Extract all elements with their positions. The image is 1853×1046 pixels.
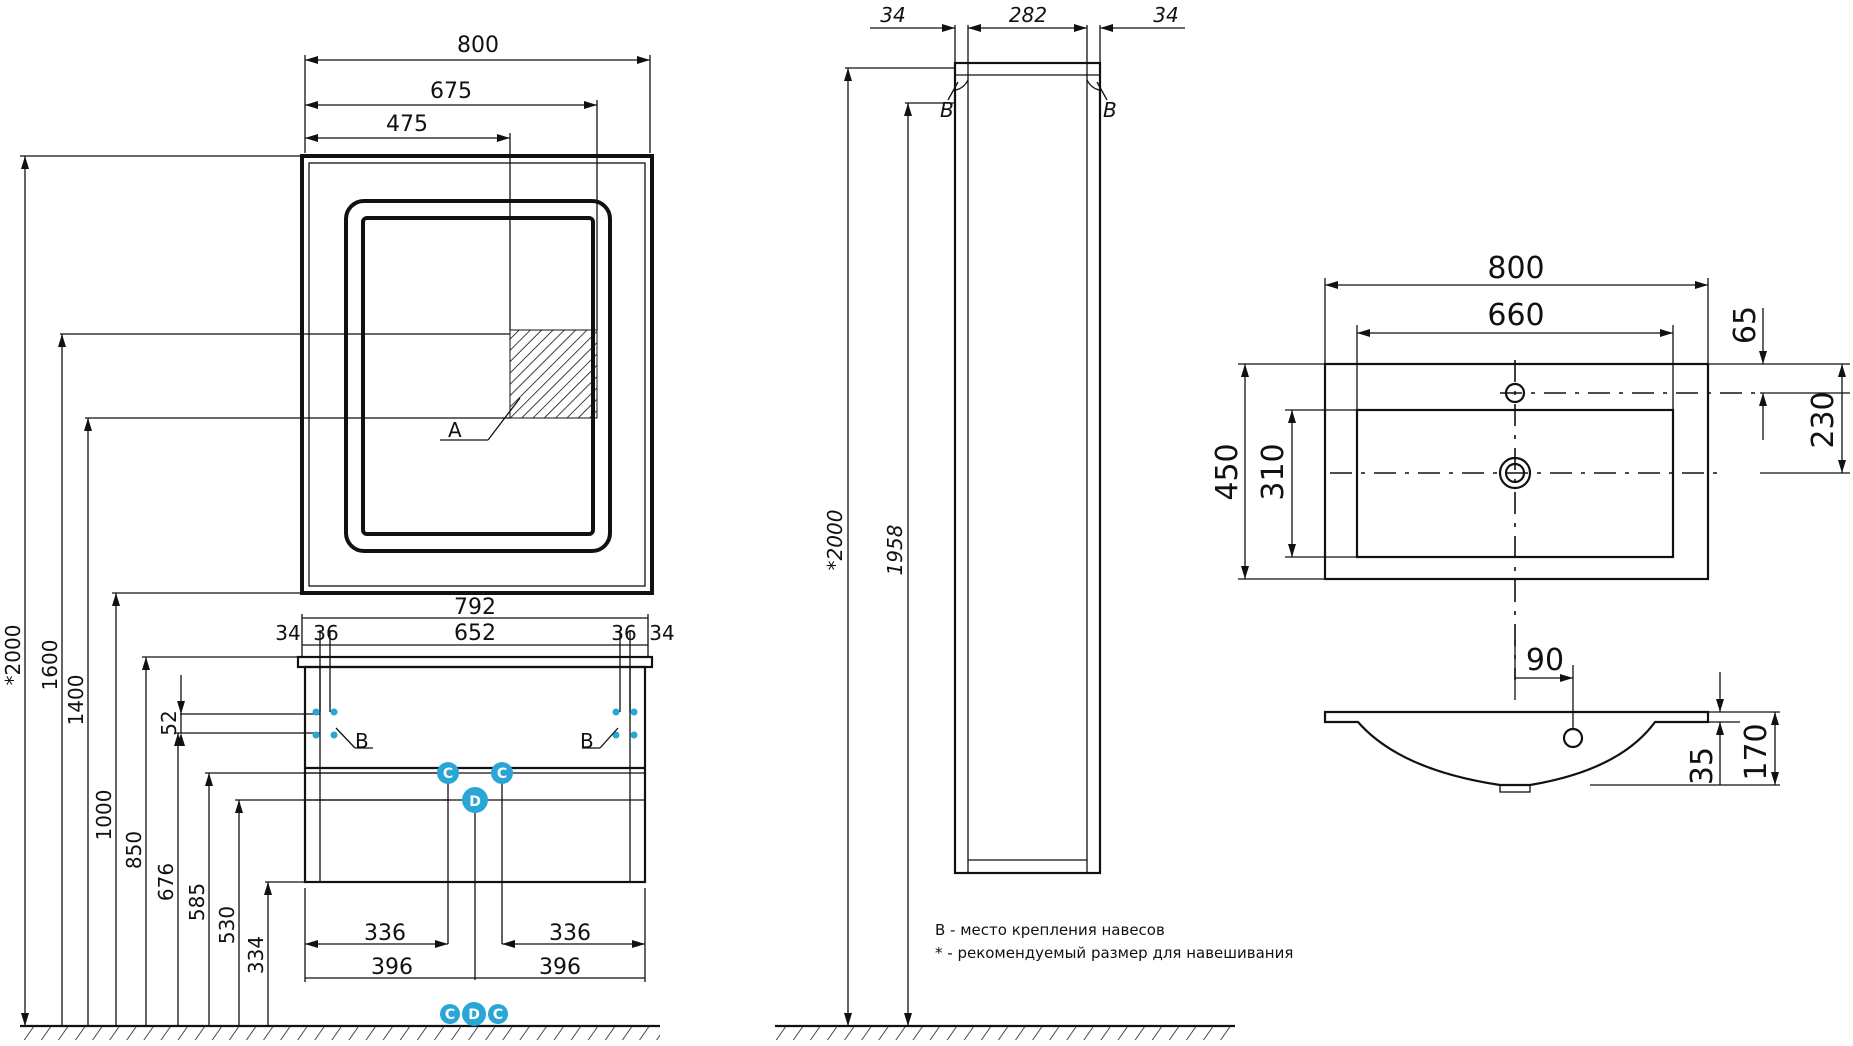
dim-cabinet-34-right: 34 [649, 621, 674, 645]
badge-d: D [469, 794, 481, 810]
dim-basin-90: 90 [1526, 643, 1564, 678]
side-cabinet [953, 61, 1102, 875]
dim-side-34-left: 34 [880, 3, 905, 27]
dim-mirror-width: 800 [457, 33, 499, 58]
dim-height-334: 334 [244, 936, 268, 974]
dim-height-52: 52 [157, 710, 181, 735]
mirror-width-dims [304, 55, 651, 330]
note-star: * - рекомендуемый размер для навешивания [935, 944, 1293, 962]
dim-height-850: 850 [122, 831, 146, 869]
dim-side-34-right: 34 [1153, 3, 1178, 27]
front-ground [20, 1024, 660, 1040]
height-dims [20, 155, 510, 1026]
dim-height-676: 676 [154, 863, 178, 901]
badge-c-floor-left: C [445, 1007, 455, 1023]
dim-bottom-336-right: 336 [549, 921, 591, 946]
label-a: A [448, 418, 462, 442]
hanging-points [312, 708, 638, 749]
dim-height-1000: 1000 [92, 790, 116, 841]
dim-bottom-336-left: 336 [364, 921, 406, 946]
dim-cabinet-36-left: 36 [313, 621, 338, 645]
dim-bottom-396-right: 396 [539, 955, 581, 980]
dim-cabinet-792: 792 [454, 595, 496, 620]
dim-side-height-2000: *2000 [823, 510, 847, 571]
basin-width-dims [1324, 278, 1709, 410]
side-label-b-right: B [1103, 98, 1117, 122]
basin-plan: 800 660 450 310 65 230 [1210, 251, 1850, 680]
basin-side-dims [1514, 640, 1780, 786]
dim-basin-310: 310 [1256, 443, 1291, 500]
dim-bottom-396-left: 396 [371, 955, 413, 980]
dim-basin-35: 35 [1685, 747, 1720, 785]
dim-basin-660: 660 [1487, 298, 1544, 333]
dim-cabinet-36-right: 36 [611, 621, 636, 645]
dim-basin-65: 65 [1728, 306, 1763, 344]
dim-cabinet-652: 652 [454, 621, 496, 646]
label-b-left: B [355, 729, 369, 753]
badge-d-floor: D [468, 1007, 480, 1023]
dim-height-1400: 1400 [64, 675, 88, 726]
dim-height-530: 530 [215, 906, 239, 944]
dim-mirror-675: 675 [430, 79, 472, 104]
side-view: 34 282 34 *2000 1958 B B B - место крепл… [775, 3, 1293, 1040]
side-top-dims [870, 24, 1185, 63]
dim-side-height-1958: 1958 [883, 525, 907, 576]
mounting-zone-a [509, 329, 598, 419]
dim-height-2000: *2000 [1, 625, 25, 686]
dim-basin-230: 230 [1806, 391, 1841, 448]
dim-height-1600: 1600 [38, 640, 62, 691]
dim-basin-450: 450 [1210, 443, 1245, 500]
badge-c-left: C [443, 766, 453, 782]
cabinet-width-dims [301, 614, 649, 712]
mirror-outline [300, 154, 654, 595]
note-b: B - место крепления навесов [935, 921, 1165, 939]
badge-c-floor-right: C [493, 1007, 503, 1023]
dim-height-585: 585 [185, 883, 209, 921]
dim-side-282: 282 [1009, 3, 1047, 27]
dim-basin-800: 800 [1487, 251, 1544, 286]
dim-mirror-475: 475 [386, 112, 428, 137]
dim-cabinet-34-left: 34 [275, 621, 300, 645]
side-ground [775, 1024, 1235, 1040]
side-label-b-left: B [940, 98, 954, 122]
bottom-width-dims [304, 888, 646, 982]
dim-basin-170: 170 [1739, 723, 1774, 780]
connection-badges [437, 762, 513, 1026]
side-height-dims [844, 67, 955, 1026]
front-view: 800 675 475 A [1, 33, 675, 1040]
label-b-right: B [580, 729, 594, 753]
basin-side: 90 35 170 [1323, 640, 1780, 793]
basin-depth-dims [1238, 308, 1850, 580]
badge-c-right: C [497, 766, 507, 782]
